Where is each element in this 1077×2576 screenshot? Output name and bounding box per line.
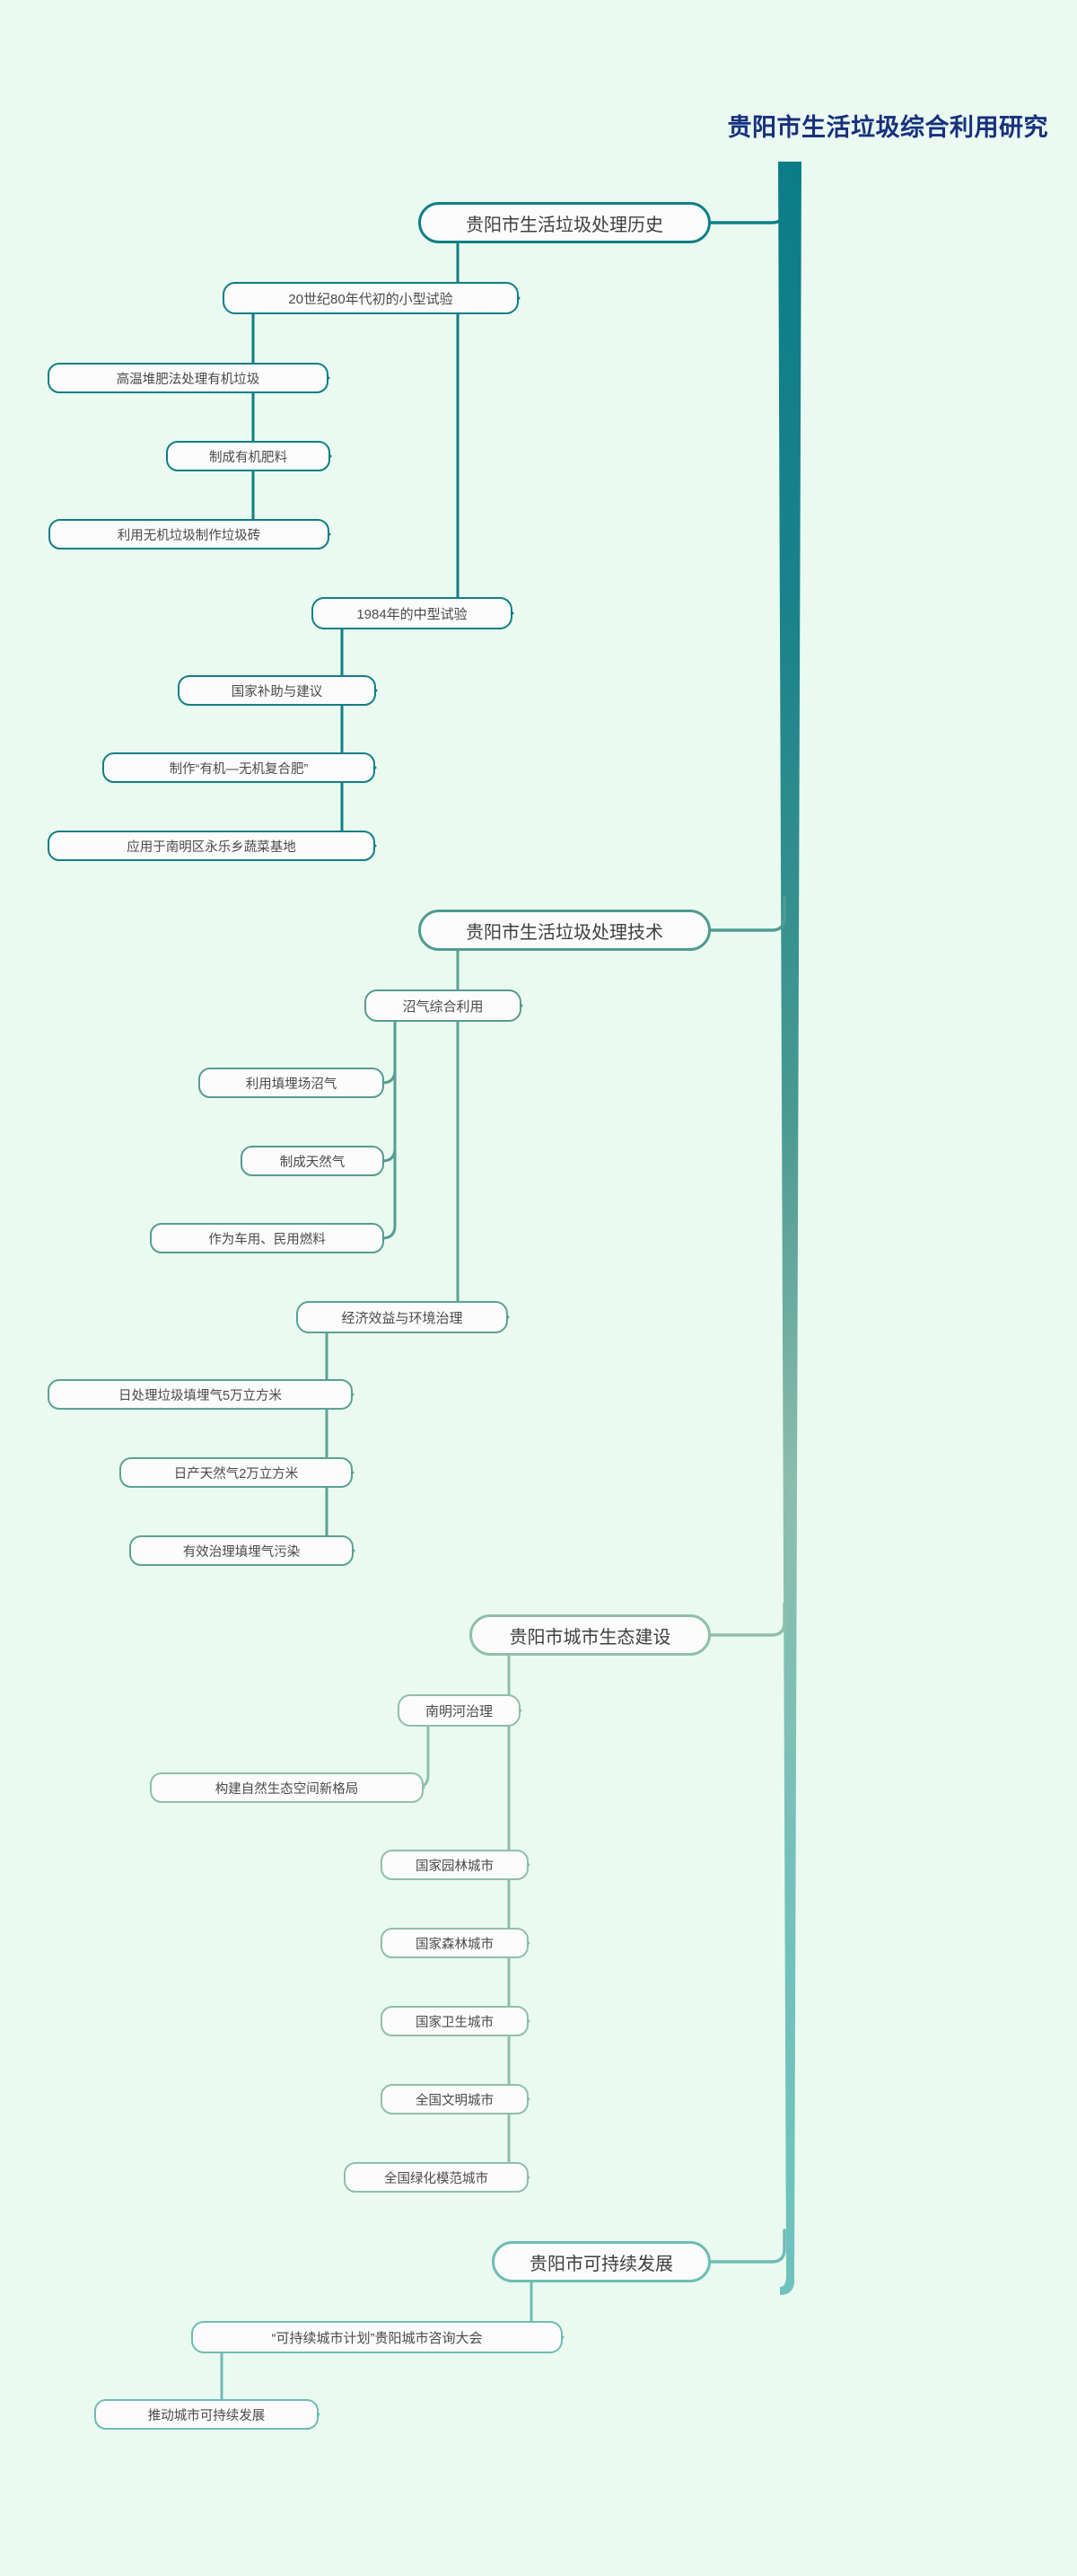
branch-node[interactable]: 贵阳市生活垃圾处理技术 [418, 910, 711, 951]
leaf-node[interactable]: 应用于南明区永乐乡蔬菜基地 [48, 831, 375, 861]
connector [381, 1020, 397, 1085]
subtopic-node[interactable]: “可持续城市计划”贵阳城市咨询大会 [191, 2321, 563, 2353]
connector [709, 169, 786, 224]
leaf-node[interactable]: 国家补助与建议 [178, 675, 376, 706]
connector [381, 1020, 397, 1163]
connector [381, 1020, 397, 1240]
leaf-node[interactable]: 作为车用、民用燃料 [150, 1223, 384, 1253]
connector-paths [208, 162, 801, 2416]
leaf-node[interactable]: 国家园林城市 [381, 1850, 529, 1880]
leaf-node[interactable]: 利用无机垃圾制作垃圾砖 [48, 519, 329, 549]
branch-node[interactable]: 贵阳市可持续发展 [492, 2241, 711, 2282]
page-title: 贵阳市生活垃圾综合利用研究 [727, 114, 1048, 141]
subtopic-node[interactable]: 沼气综合利用 [364, 989, 521, 1022]
leaf-node[interactable]: 制成天然气 [241, 1146, 384, 1176]
connector [240, 312, 331, 536]
connector [709, 896, 786, 932]
connector [709, 1602, 786, 1637]
connector [328, 628, 377, 848]
subtopic-node[interactable]: 经济效益与环境治理 [296, 1301, 508, 1333]
leaf-node[interactable]: 全国文明城市 [381, 2084, 529, 2114]
leaf-node[interactable]: 有效治理填埋气污染 [129, 1535, 354, 1566]
connector [495, 1654, 530, 1867]
leaf-node[interactable]: 制成有机肥料 [166, 441, 330, 471]
leaf-node[interactable]: 日产天然气2万立方米 [119, 1457, 353, 1488]
leaf-node[interactable]: 构建自然生态空间新格局 [150, 1772, 424, 1803]
leaf-node[interactable]: 高温堆肥法处理有机垃圾 [48, 363, 328, 393]
subtopic-node[interactable]: 20世纪80年代初的小型试验 [223, 282, 519, 314]
subtopic-node[interactable]: 南明河治理 [398, 1694, 521, 1727]
leaf-node[interactable]: 日处理垃圾填埋气5万立方米 [48, 1379, 353, 1410]
leaf-node[interactable]: 推动城市可持续发展 [94, 2399, 319, 2430]
leaf-node[interactable]: 国家森林城市 [381, 1928, 529, 1958]
leaf-node[interactable]: 国家卫生城市 [381, 2006, 529, 2036]
subtopic-node[interactable]: 1984年的中型试验 [311, 597, 512, 629]
leaf-node[interactable]: 制作“有机—无机复合肥” [102, 752, 375, 783]
branch-node[interactable]: 贵阳市城市生态建设 [469, 1614, 711, 1656]
connector [709, 2229, 786, 2264]
trunk-spine [778, 162, 801, 2295]
leaf-node[interactable]: 利用填埋场沼气 [198, 1068, 384, 1098]
connector [313, 1332, 355, 1552]
branch-node[interactable]: 贵阳市生活垃圾处理历史 [418, 202, 711, 243]
leaf-node[interactable]: 全国绿化模范城市 [344, 2162, 529, 2193]
